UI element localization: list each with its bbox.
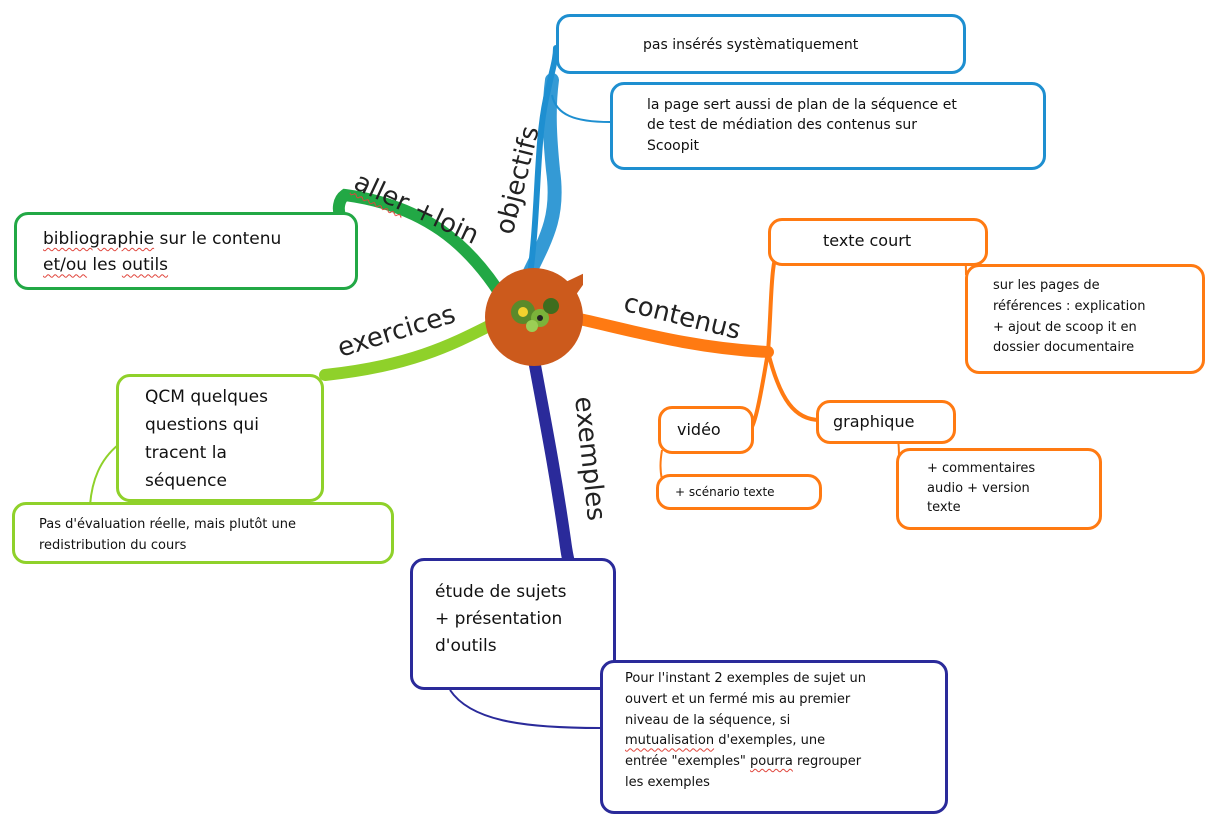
node-etude-sujets[interactable]: étude de sujets + présentation d'outils bbox=[410, 558, 616, 690]
node-pas-inseres[interactable]: pas insérés systèmatiquement bbox=[556, 14, 966, 74]
node-bibliographie[interactable]: bibliographie sur le contenu et/ou les o… bbox=[14, 212, 358, 290]
central-topic-image[interactable] bbox=[485, 268, 595, 366]
branch-contenus bbox=[569, 312, 774, 358]
connector-graphique bbox=[766, 351, 821, 422]
node-pas-evaluation[interactable]: Pas d'évaluation réelle, mais plutôt une… bbox=[12, 502, 394, 564]
branch-exemples bbox=[528, 354, 576, 571]
node-pages-references[interactable]: sur les pages de références : explicatio… bbox=[965, 264, 1205, 374]
node-qcm[interactable]: QCM quelques questions qui tracent la sé… bbox=[116, 374, 324, 502]
connector-instant bbox=[449, 689, 601, 729]
node-commentaires-audio[interactable]: + commentaires audio + version texte bbox=[896, 448, 1102, 530]
branch-aller-loin bbox=[332, 188, 516, 316]
node-texte-court[interactable]: texte court bbox=[768, 218, 988, 266]
gears-icon bbox=[511, 268, 595, 332]
connector-eval bbox=[89, 444, 119, 506]
node-plan-sequence[interactable]: la page sert aussi de plan de la séquenc… bbox=[610, 82, 1046, 170]
node-video[interactable]: vidéo bbox=[658, 406, 754, 454]
connector-obj2 bbox=[551, 94, 611, 123]
node-graphique[interactable]: graphique bbox=[816, 400, 956, 444]
node-pour-instant[interactable]: Pour l'instant 2 exemples de sujet un ou… bbox=[600, 660, 948, 814]
node-scenario-texte[interactable]: + scénario texte bbox=[656, 474, 822, 510]
